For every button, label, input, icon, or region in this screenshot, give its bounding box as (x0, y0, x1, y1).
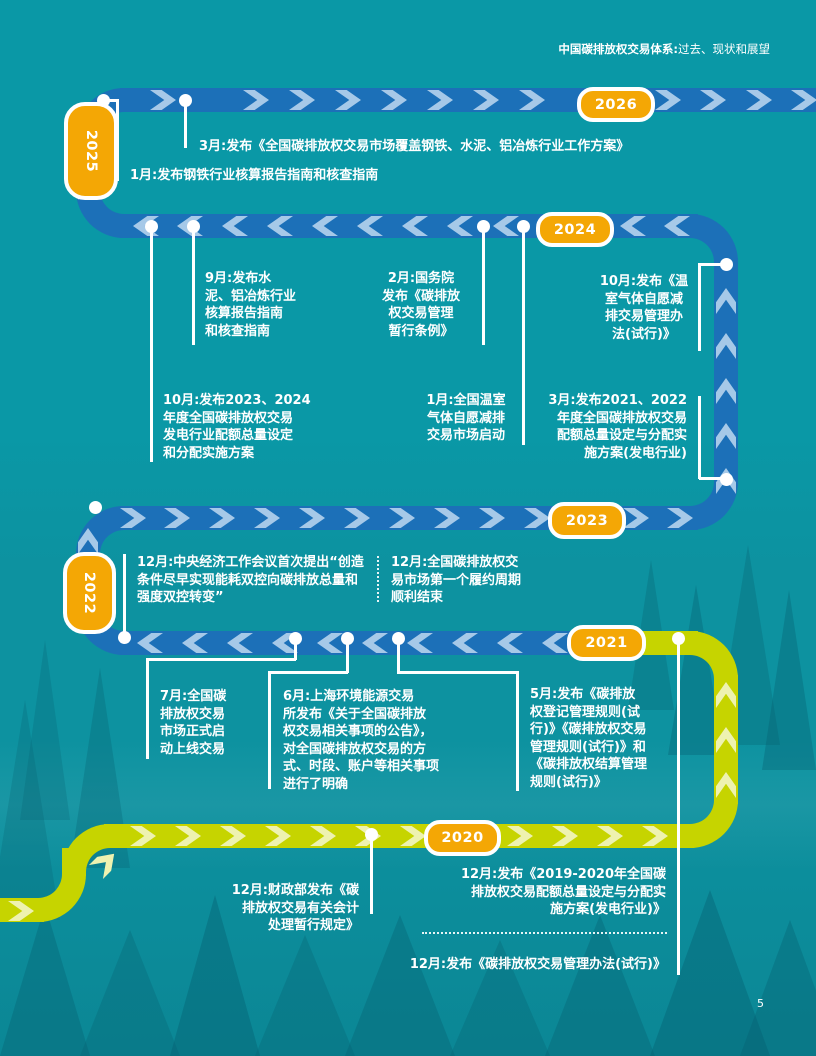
event-dot (88, 500, 102, 514)
connector-line (345, 638, 349, 673)
timeline-segment-top-row (120, 88, 816, 112)
connector-line (697, 262, 701, 351)
connector-line (676, 640, 680, 975)
year-label: 2020 (441, 830, 484, 846)
connector-line (268, 670, 348, 674)
event-dot (391, 631, 405, 645)
connector-line (521, 232, 525, 445)
year-pill-2024: 2024 (536, 212, 614, 247)
report-title-rest: 过去、现状和展望 (678, 42, 770, 56)
event-2021-05-text: 5月:发布《碳排放 权登记管理规则(试 行)》《碳排放权交易 管理规则(试行)》… (530, 687, 648, 790)
event-2024-03-text: 3月:发布2021、2022 年度全国碳排放权交易 配额总量设定与分配实 施方案… (548, 393, 687, 461)
connector-line (183, 100, 187, 148)
event-2021-07-text: 7月:全国碳 排放权交易 市场正式启 动上线交易 (160, 689, 227, 757)
year-label: 2021 (585, 635, 628, 651)
event-dot (340, 631, 354, 645)
event-2021-12-right-text: 12月:全国碳排放权交 易市场第一个履约周期 顺利结束 (391, 555, 522, 605)
year-label: 2023 (565, 512, 609, 529)
connector-line (146, 657, 149, 759)
year-label: 2022 (81, 571, 98, 615)
event-2021-12-left-text: 12月:中央经济工作会议首次提出“创造 条件尽早实现能耗双控向碳排放总量和 强度… (137, 555, 364, 605)
connector-line (146, 657, 296, 661)
connector-line (103, 98, 117, 102)
event-2021-06-text: 6月:上海环境能源交易 所发布《关于全国碳排放 权交易相关事项的公告》， 对全国… (283, 689, 440, 792)
event-2025-01-text: 1月:发布钢铁行业核算报告指南和核查指南 (130, 168, 379, 183)
connector-line (516, 670, 519, 791)
connector-line (697, 396, 701, 479)
event-dot (178, 93, 192, 107)
year-pill-2021: 2021 (567, 625, 646, 661)
report-title-bold: 中国碳排放权交易体系: (558, 42, 678, 56)
event-dot (671, 631, 685, 645)
year-label: 2026 (594, 96, 638, 113)
event-2024-10-left-text: 10月:发布2023、2024 年度全国碳排放权交易 发电行业配额总量设定 和分… (163, 393, 311, 461)
event-dot (516, 219, 530, 233)
year-pill-2020: 2020 (424, 820, 501, 856)
connector-line (699, 262, 726, 266)
timeline-segment-s-curve (62, 848, 86, 876)
event-dot (288, 631, 302, 645)
event-dot (476, 219, 490, 233)
event-2024-02-text: 2月:国务院 发布《碳排放 权交易管理 暂行条例》 (381, 271, 460, 339)
connector-line (369, 840, 373, 914)
year-pill-2026: 2026 (577, 87, 655, 122)
event-2024-01-text: 1月:全国温室 气体自愿减排 交易市场启动 (426, 393, 506, 443)
event-dot (364, 827, 378, 841)
year-label: 2024 (553, 221, 597, 238)
event-2020-12-measures-text: 12月:发布《碳排放权交易管理办法(试行)》 (409, 957, 666, 972)
year-pill-2022: 2022 (63, 552, 116, 634)
connector-line (149, 226, 153, 462)
dashed-divider (422, 932, 667, 934)
event-dot (96, 93, 110, 107)
timeline-corner (690, 214, 738, 262)
event-dot (719, 257, 733, 271)
connector-line (481, 232, 485, 345)
connector-line (396, 638, 400, 673)
event-dot (719, 472, 733, 486)
event-dot (186, 219, 200, 233)
event-dot (117, 630, 131, 644)
event-2024-09-text: 9月:发布水 泥、铝冶炼行业 核算报告指南 和核查指南 (205, 271, 297, 339)
report-title: 中国碳排放权交易体系:过去、现状和展望 (558, 41, 770, 57)
connector-line (122, 554, 126, 638)
dashed-divider (377, 556, 379, 602)
event-2025-03-text: 3月:发布《全国碳排放权交易市场覆盖钢铁、水泥、铝冶炼行业工作方案》 (199, 139, 630, 154)
connector-line (397, 670, 519, 674)
event-2020-12-quota-text: 12月:发布《2019-2020年全国碳 排放权交易配额总量设定与分配实 施方案… (460, 867, 666, 917)
connector-line (699, 476, 726, 480)
year-pill-2025: 2025 (64, 102, 118, 200)
event-2024-10-right-text: 10月:发布《温 室气体自愿减 排交易管理办 法(试行)》 (599, 274, 689, 342)
page-number: 5 (757, 997, 764, 1010)
event-dot (144, 219, 158, 233)
mist-band (0, 740, 816, 870)
year-pill-2023: 2023 (548, 502, 626, 539)
event-2020-12-mof-text: 12月:财政部发布《碳 排放权交易有关会计 处理暂行规定》 (231, 883, 359, 933)
timeline-segment-2020-row (104, 824, 694, 848)
connector-line (293, 638, 297, 660)
connector-line (191, 226, 195, 345)
forest-background (0, 430, 816, 1056)
year-label: 2025 (82, 129, 99, 173)
connector-line (268, 670, 271, 789)
